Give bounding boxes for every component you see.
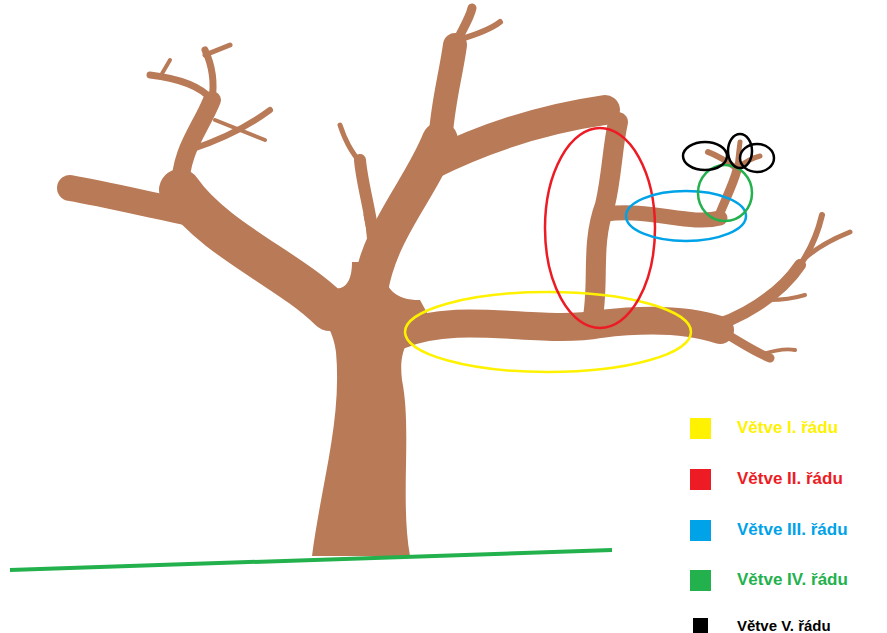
order-ellipse <box>683 142 727 170</box>
order-ellipse <box>545 128 655 328</box>
legend-swatch <box>690 520 711 541</box>
legend-text: Větve IV. řádu <box>737 570 848 590</box>
order-ellipse <box>405 292 691 372</box>
order-ellipse <box>626 191 746 241</box>
legend-text: Větve II. řádu <box>737 469 843 489</box>
order-ellipse <box>698 165 752 221</box>
order-ellipse <box>740 144 774 172</box>
legend-swatch <box>693 618 708 633</box>
legend-row: Větve II. řádu <box>690 466 843 492</box>
legend-row: Větve V. řádu <box>690 612 831 633</box>
legend-text: Větve V. řádu <box>737 617 831 633</box>
legend-text: Větve III. řádu <box>737 520 848 540</box>
ground-line <box>10 550 612 570</box>
legend-text: Větve I. řádu <box>737 418 838 438</box>
legend-swatch <box>690 469 711 490</box>
tree-trunk <box>262 246 432 556</box>
legend-swatch <box>690 570 711 591</box>
legend-row: Větve I. řádu <box>690 415 838 441</box>
legend-swatch <box>690 418 711 439</box>
legend-row: Větve III. řádu <box>690 517 848 543</box>
legend-row: Větve IV. řádu <box>690 567 848 593</box>
